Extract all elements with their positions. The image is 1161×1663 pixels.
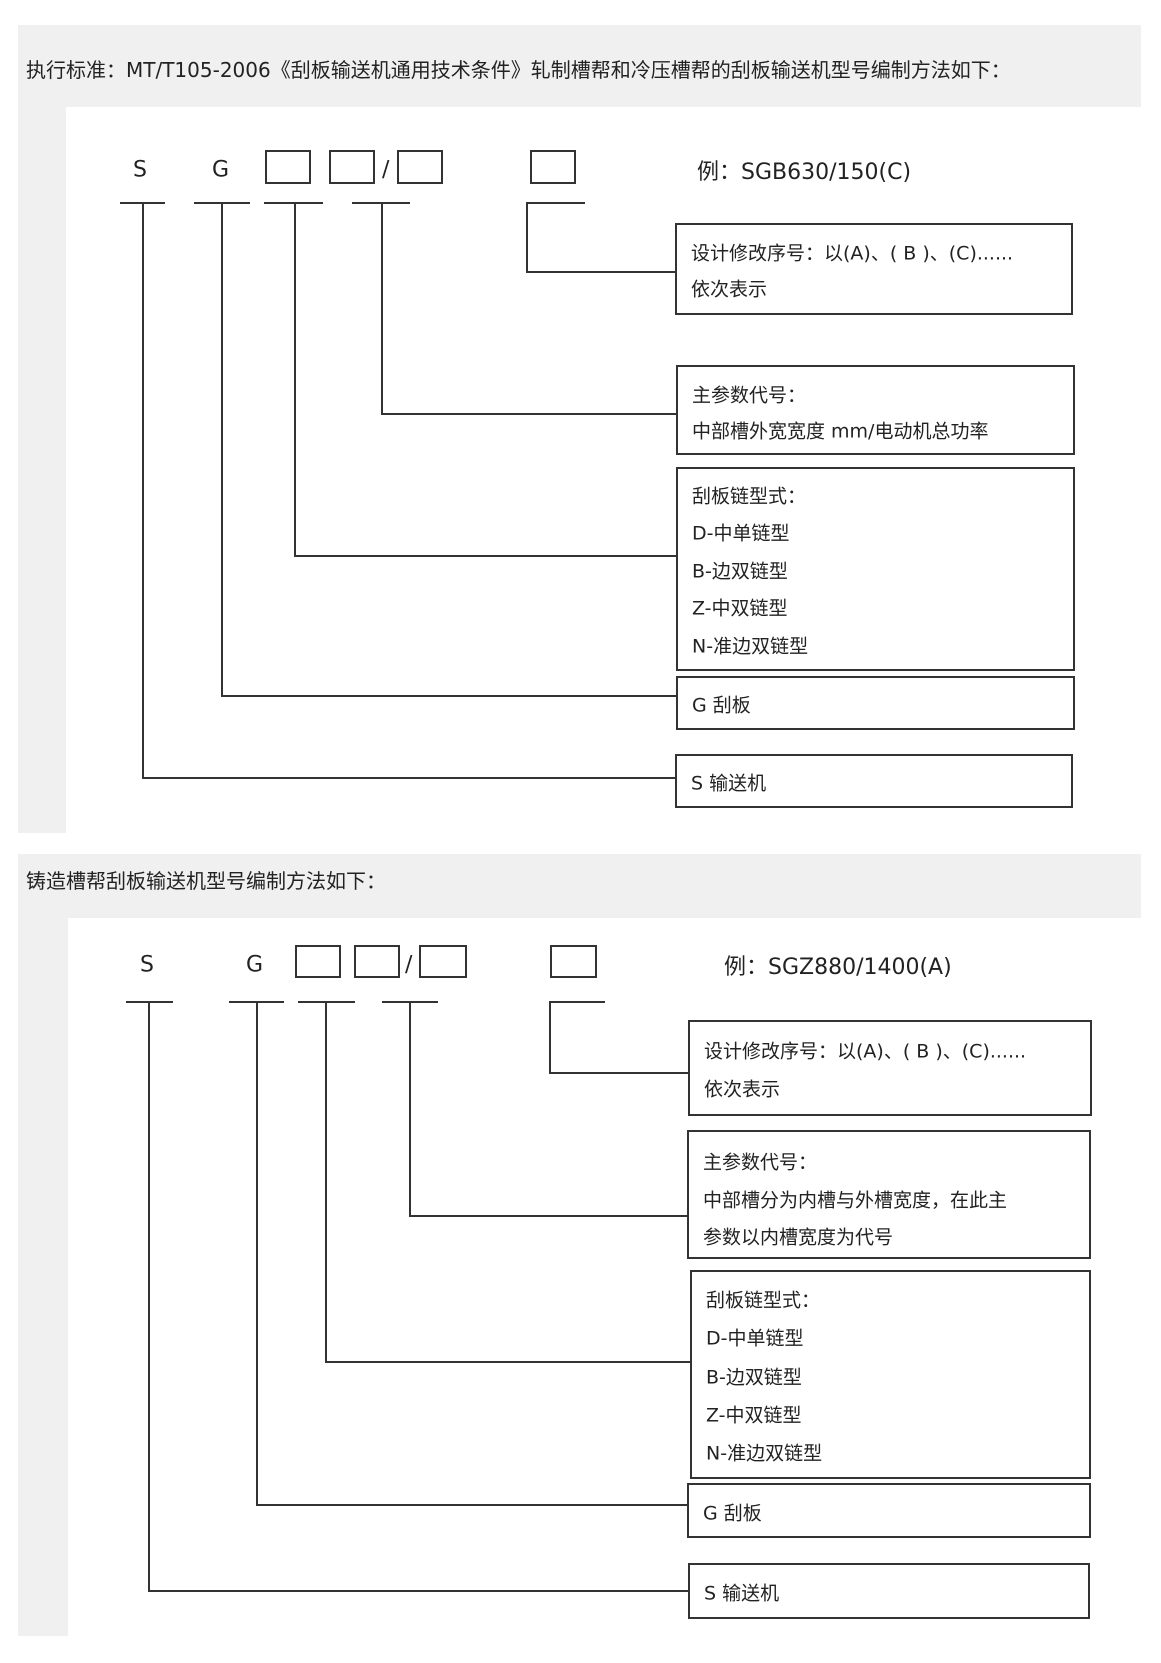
box-chain-type: 刮板链型式： D-中单链型 B-边双链型 Z-中双链型 N-准边双链型 (676, 467, 1075, 671)
code-slot-chain-type (265, 150, 311, 184)
code-slot-power (397, 150, 443, 184)
box-line: N-准边双链型 (706, 1442, 823, 1465)
box-line: S 输送机 (691, 772, 767, 795)
connector-revision (526, 202, 528, 273)
box-line: G 刮板 (692, 694, 751, 717)
example-code: 例：SGB630/150(C) (697, 160, 912, 185)
code-slot-revision (530, 150, 576, 184)
connector-revision (549, 1001, 551, 1074)
underline-chain (264, 202, 323, 204)
box-conveyor: S 输送机 (675, 754, 1073, 808)
box-line: B-边双链型 (692, 560, 788, 583)
box-line: G 刮板 (703, 1502, 762, 1525)
box-line: Z-中双链型 (692, 597, 788, 620)
code-slot-width (329, 150, 375, 184)
box-line: 刮板链型式： (692, 485, 807, 508)
code-slot-power (419, 945, 467, 978)
code-letter-s: S (133, 157, 147, 183)
box-line: Z-中双链型 (706, 1404, 802, 1427)
connector-g-h (221, 695, 677, 697)
connector-chain-h (294, 555, 677, 557)
code-slot-width (354, 945, 400, 978)
connector-param (409, 1001, 411, 1217)
box-scraper: G 刮板 (687, 1483, 1091, 1538)
box-line: 中部槽分为内槽与外槽宽度，在此主 (703, 1189, 1008, 1212)
connector-chain (325, 1001, 327, 1363)
box-revision: 设计修改序号：以(A)、( B )、(C)...... 依次表示 (688, 1020, 1092, 1116)
connector-param (381, 202, 383, 415)
connector-g (256, 1001, 258, 1506)
code-letter-g: G (212, 157, 230, 183)
box-line: 依次表示 (704, 1078, 781, 1101)
box-line: 刮板链型式： (706, 1289, 821, 1312)
connector-s (148, 1001, 150, 1592)
connector-g-h (256, 1504, 688, 1506)
connector-s (142, 202, 144, 779)
box-line: N-准边双链型 (692, 635, 809, 658)
box-line: 中部槽外宽宽度 mm/电动机总功率 (692, 420, 989, 443)
box-line: D-中单链型 (706, 1327, 804, 1350)
code-slash: / (382, 157, 390, 183)
box-line: D-中单链型 (692, 522, 790, 545)
underline-revision (549, 1001, 605, 1003)
code-slot-revision (550, 945, 597, 978)
code-letter-g: G (246, 952, 264, 978)
box-line: 设计修改序号：以(A)、( B )、(C)...... (691, 242, 1014, 265)
code-slash: / (405, 952, 413, 978)
section2-title: 铸造槽帮刮板输送机型号编制方法如下： (26, 869, 386, 893)
connector-revision-h (549, 1072, 689, 1074)
connector-param-h (381, 413, 677, 415)
connector-revision-h (526, 271, 676, 273)
box-main-param: 主参数代号： 中部槽分为内槽与外槽宽度，在此主 参数以内槽宽度为代号 (687, 1130, 1091, 1259)
code-slot-chain-type (295, 945, 341, 978)
box-line: 设计修改序号：以(A)、( B )、(C)...... (704, 1040, 1027, 1063)
connector-s-h (142, 777, 676, 779)
connector-s-h (148, 1590, 689, 1592)
box-main-param: 主参数代号： 中部槽外宽宽度 mm/电动机总功率 (676, 365, 1075, 455)
box-line: 主参数代号： (692, 384, 807, 407)
connector-chain-h (325, 1361, 691, 1363)
connector-chain (294, 202, 296, 557)
connector-param-h (409, 1215, 688, 1217)
box-conveyor: S 输送机 (688, 1563, 1090, 1619)
box-line: B-边双链型 (706, 1366, 802, 1389)
box-revision: 设计修改序号：以(A)、( B )、(C)...... 依次表示 (675, 223, 1073, 315)
box-line: 依次表示 (691, 278, 768, 301)
box-chain-type: 刮板链型式： D-中单链型 B-边双链型 Z-中双链型 N-准边双链型 (690, 1270, 1091, 1479)
section1-title: 执行标准：MT/T105-2006《刮板输送机通用技术条件》轧制槽帮和冷压槽帮的… (26, 58, 1011, 82)
box-line: 主参数代号： (703, 1151, 818, 1174)
box-scraper: G 刮板 (676, 676, 1075, 730)
example-code: 例：SGZ880/1400(A) (724, 955, 952, 980)
connector-g (221, 202, 223, 697)
box-line: S 输送机 (704, 1582, 780, 1605)
code-letter-s: S (140, 952, 154, 978)
box-line: 参数以内槽宽度为代号 (703, 1226, 894, 1249)
underline-revision (526, 202, 585, 204)
